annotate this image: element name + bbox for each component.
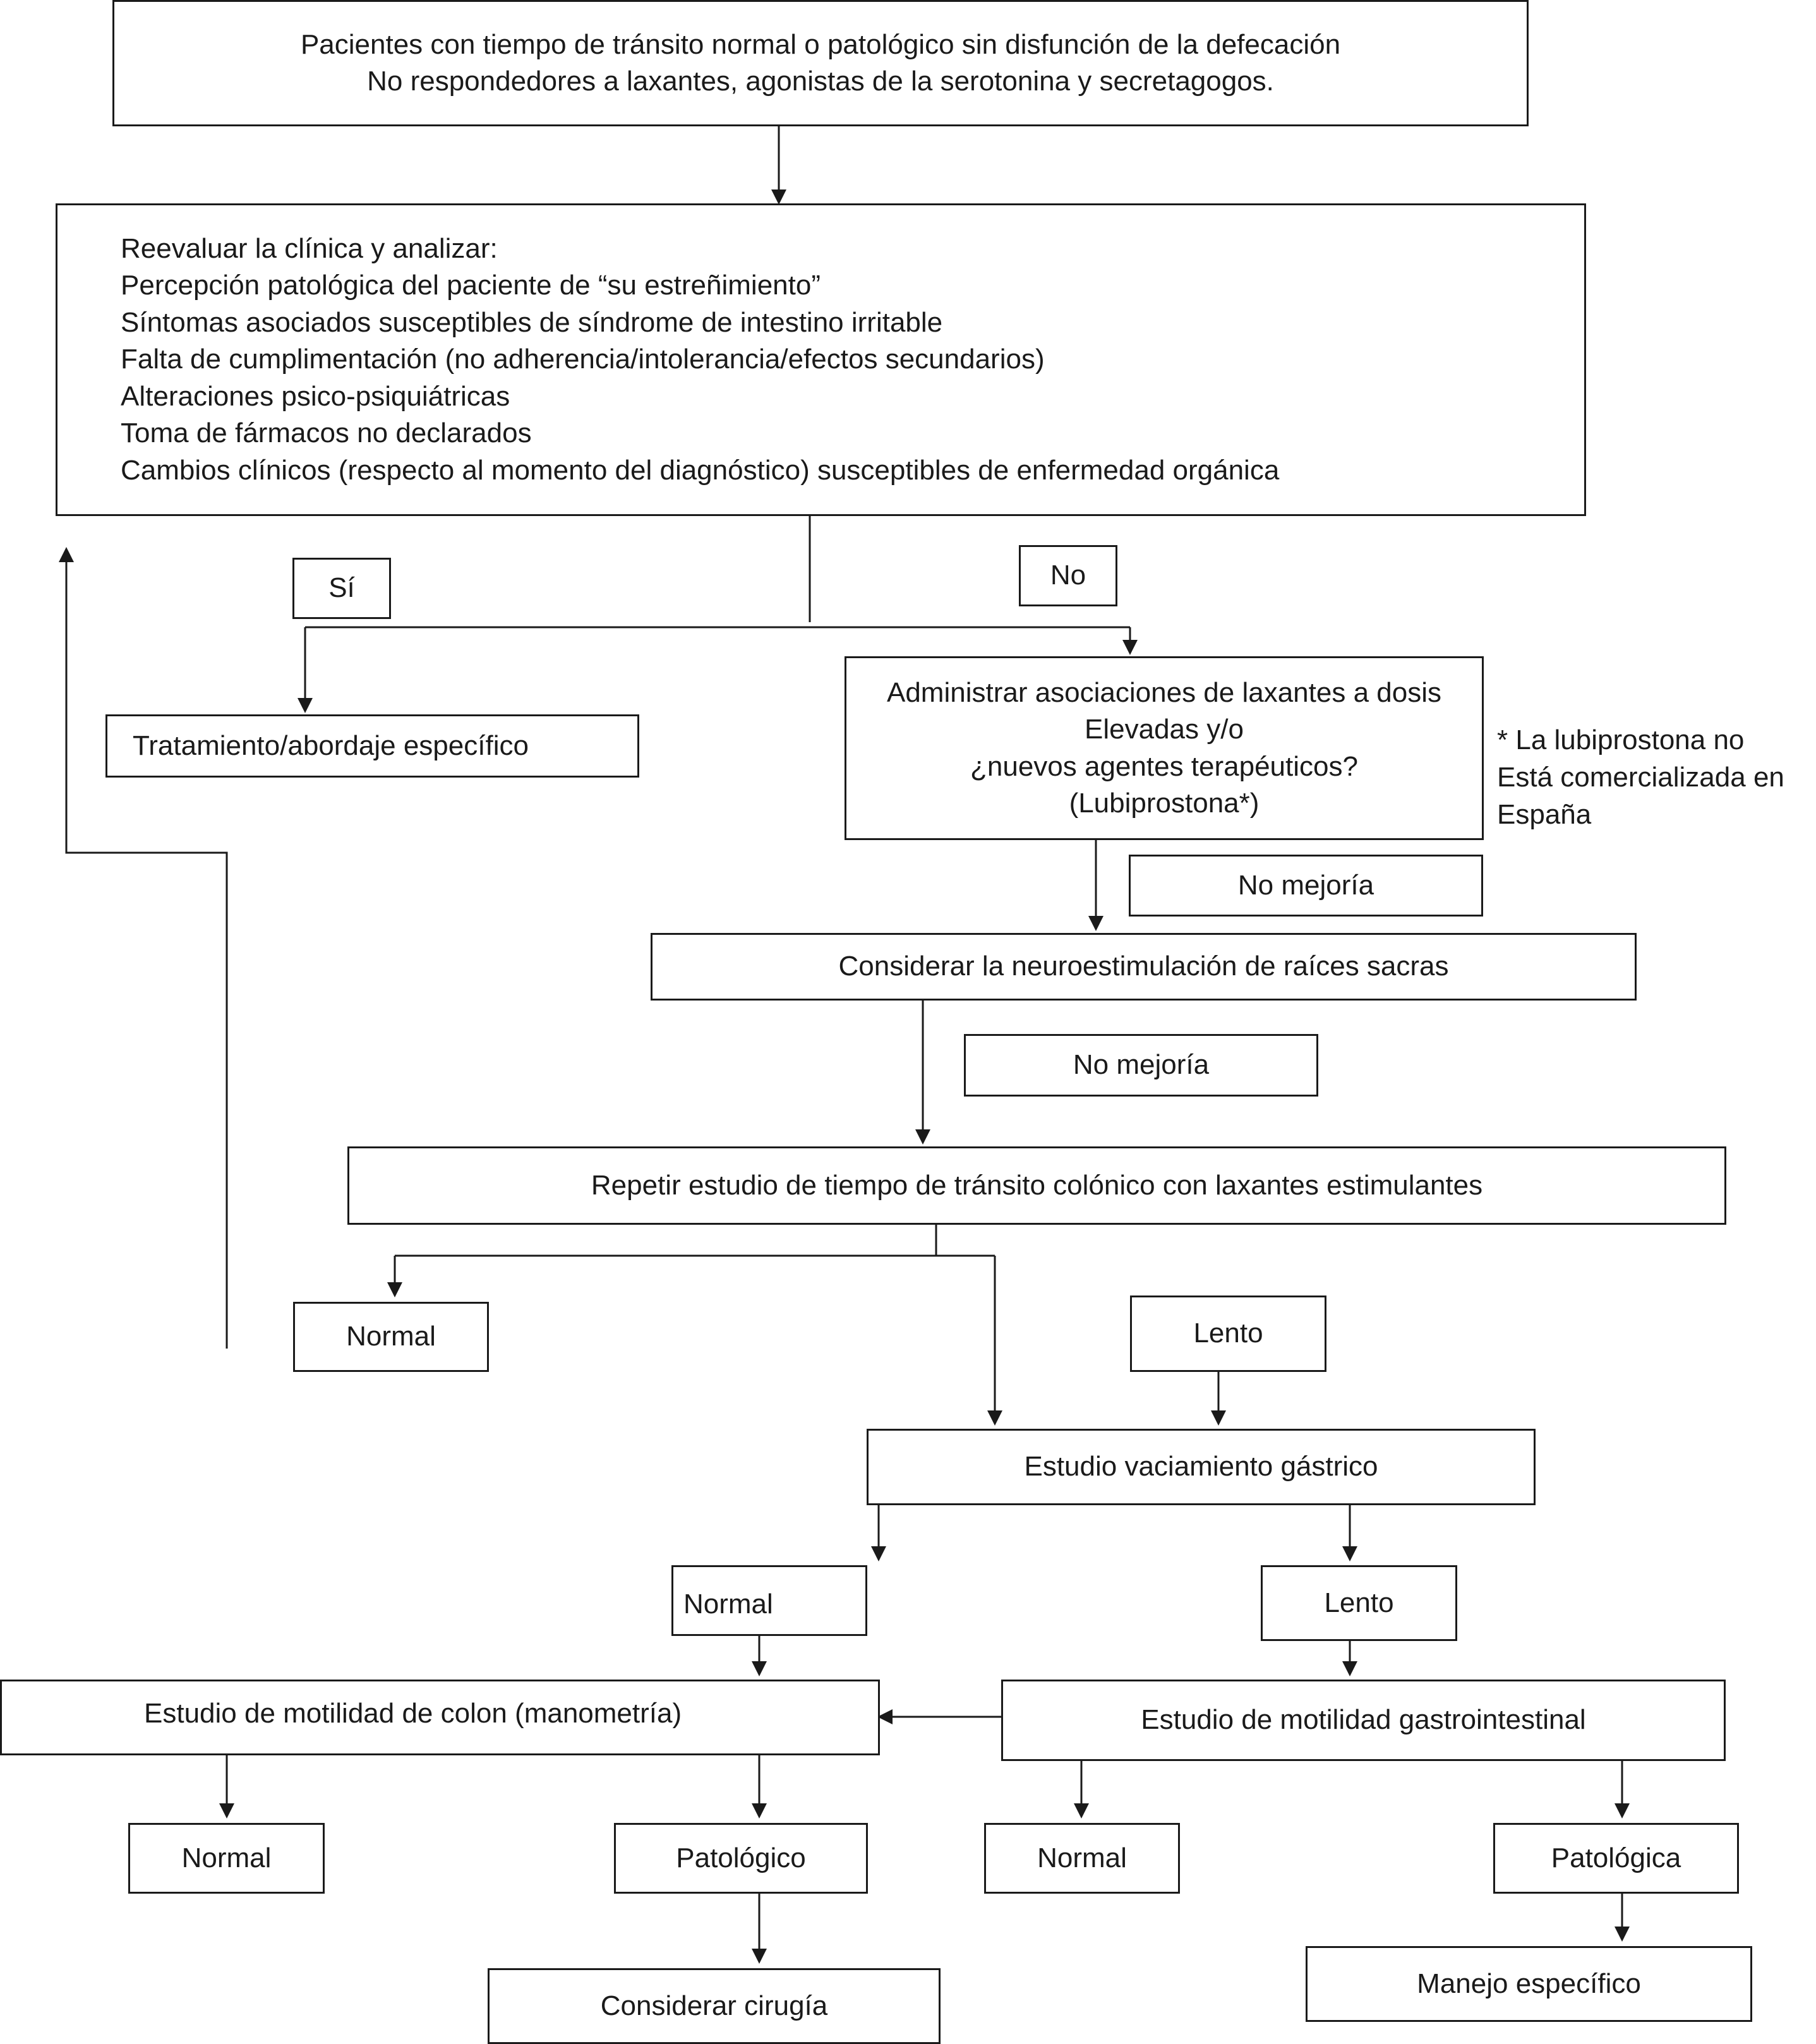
arrowhead [771, 189, 786, 205]
arrowhead [1211, 1410, 1226, 1426]
start-line: Pacientes con tiempo de tránsito normal … [300, 28, 1341, 60]
footnote-line: Está comercializada en [1497, 761, 1784, 793]
specific-management-node: Manejo específico [1306, 1946, 1752, 2022]
gi-motility-label: Estudio de motilidad gastrointestinal [1141, 1704, 1586, 1736]
arrowhead [752, 1803, 767, 1819]
specific-management-label: Manejo específico [1417, 1968, 1641, 1999]
arrowhead [752, 1949, 767, 1964]
arrowhead [915, 1129, 930, 1145]
gastric-normal-node: Normal [671, 1565, 867, 1636]
start-node: Pacientes con tiempo de tránsito normal … [112, 0, 1529, 126]
arrowhead [1074, 1803, 1089, 1819]
no-improvement-2-label: No mejoría [1073, 1049, 1210, 1081]
arrowhead [1615, 1927, 1630, 1942]
arrowhead [298, 698, 313, 713]
reevaluate-line: Toma de fármacos no declarados [121, 418, 532, 449]
arrowhead [871, 1546, 886, 1561]
no-improvement-1-box: No mejoría [1129, 855, 1483, 917]
arrowhead [1615, 1803, 1630, 1819]
reevaluate-line: Reevaluar la clínica y analizar: [121, 232, 498, 264]
laxatives-line: (Lubiprostona*) [1069, 787, 1260, 819]
gi-normal-node: Normal [984, 1823, 1180, 1894]
colon-pathologic-label: Patológico [676, 1842, 806, 1873]
arrowhead [1342, 1546, 1357, 1561]
transit-normal-node: Normal [293, 1302, 489, 1372]
transit-slow-label: Lento [1193, 1318, 1263, 1349]
footnote-line: * La lubiprostona no [1497, 724, 1745, 755]
gi-motility-node: Estudio de motilidad gastrointestinal [1001, 1680, 1726, 1761]
laxatives-line: Elevadas y/o [1085, 714, 1244, 745]
colon-motility-label: Estudio de motilidad de colon (manometrí… [144, 1698, 682, 1729]
colon-normal-label: Normal [181, 1842, 272, 1873]
arrowhead [877, 1709, 893, 1724]
start-line: No respondedores a laxantes, agonistas d… [367, 66, 1274, 97]
laxatives-line: ¿nuevos agentes terapéuticos? [970, 750, 1358, 782]
transit-slow-node: Lento [1130, 1296, 1326, 1372]
no-label: No [1050, 560, 1086, 591]
colon-normal-node: Normal [128, 1823, 325, 1894]
reevaluate-line: Percepción patológica del paciente de “s… [121, 270, 821, 301]
gastric-slow-label: Lento [1324, 1587, 1394, 1618]
transit-normal-label: Normal [346, 1321, 436, 1352]
neurostimulation-label: Considerar la neuroestimulación de raíce… [838, 951, 1449, 982]
arrowhead [1088, 916, 1103, 931]
gi-pathologic-node: Patológica [1493, 1823, 1739, 1894]
gastric-emptying-node: Estudio vaciamiento gástrico [867, 1429, 1536, 1505]
reevaluate-line: Cambios clínicos (respecto al momento de… [121, 454, 1280, 486]
reevaluate-line: Síntomas asociados susceptibles de síndr… [121, 306, 943, 338]
no-label-box: No [1019, 545, 1117, 606]
reevaluate-node: Reevaluar la clínica y analizar: Percepc… [56, 203, 1586, 516]
gastric-slow-node: Lento [1261, 1565, 1457, 1641]
laxatives-node: Administrar asociaciones de laxantes a d… [845, 656, 1484, 840]
arrowhead [1342, 1661, 1357, 1676]
repeat-transit-node: Repetir estudio de tiempo de tránsito co… [347, 1146, 1726, 1225]
gastric-emptying-label: Estudio vaciamiento gástrico [1024, 1451, 1378, 1482]
neurostimulation-node: Considerar la neuroestimulación de raíce… [651, 933, 1637, 1001]
arrowhead [752, 1661, 767, 1676]
repeat-transit-label: Repetir estudio de tiempo de tránsito co… [591, 1169, 1483, 1201]
footnote: * La lubiprostona no Está comercializada… [1497, 722, 1784, 834]
si-label: Sí [328, 572, 355, 604]
specific-treatment-label: Tratamiento/abordaje específico [133, 730, 529, 761]
arrowhead [387, 1282, 402, 1297]
specific-treatment-node: Tratamiento/abordaje específico [105, 714, 639, 778]
no-improvement-1-label: No mejoría [1237, 869, 1374, 901]
arrowhead [1122, 640, 1138, 655]
gi-normal-label: Normal [1037, 1842, 1127, 1873]
colon-motility-node: Estudio de motilidad de colon (manometrí… [0, 1680, 880, 1755]
footnote-line: España [1497, 798, 1592, 830]
gastric-normal-label: Normal [683, 1588, 773, 1620]
surgery-label: Considerar cirugía [600, 1990, 828, 2021]
reevaluate-line: Alteraciones psico-psiquiátricas [121, 380, 510, 412]
laxatives-line: Administrar asociaciones de laxantes a d… [886, 677, 1441, 709]
gi-pathologic-label: Patológica [1551, 1842, 1681, 1873]
arrowhead [987, 1410, 1002, 1426]
no-improvement-2-box: No mejoría [964, 1034, 1318, 1097]
arrowhead [59, 547, 74, 562]
colon-pathologic-node: Patológico [614, 1823, 868, 1894]
arrowhead [219, 1803, 234, 1819]
surgery-node: Considerar cirugía [488, 1968, 941, 2044]
arrow-normal-back-to-reevaluate [65, 551, 228, 1349]
reevaluate-line: Falta de cumplimentación (no adherencia/… [121, 344, 1045, 375]
si-label-box: Sí [292, 558, 391, 619]
